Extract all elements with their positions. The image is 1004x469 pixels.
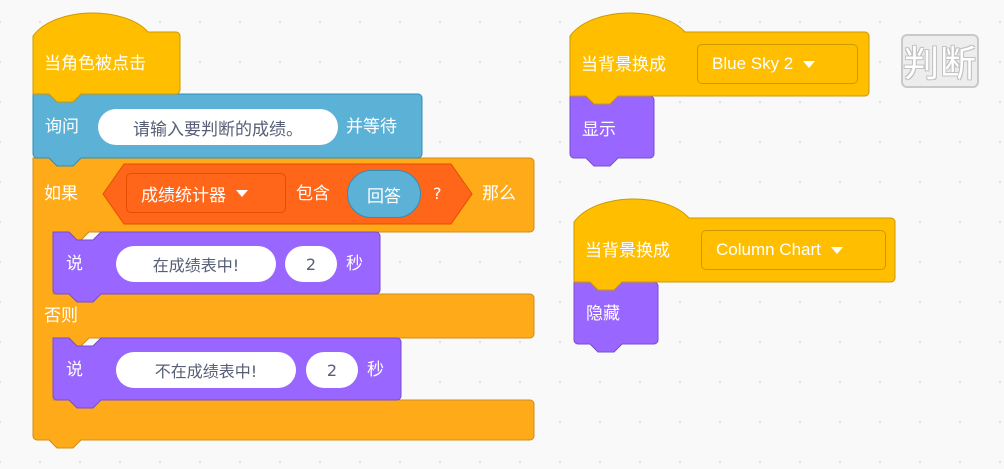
judge-sprite-button[interactable]: 判断 <box>901 34 979 88</box>
if-label: 如果 <box>44 184 78 204</box>
then-label: 那么 <box>482 184 516 204</box>
chevron-down-icon <box>236 189 248 197</box>
ask-label: 询问 <box>45 117 79 137</box>
when-sprite-clicked-hat[interactable] <box>32 12 181 103</box>
say-seconds-input-true[interactable]: 2 <box>285 246 337 282</box>
show-label: 显示 <box>582 120 616 140</box>
list-name-value: 成绩统计器 <box>141 185 226 205</box>
backdrop-dropdown-1[interactable]: Blue Sky 2 <box>697 44 858 84</box>
chevron-down-icon <box>830 246 843 254</box>
list-name-dropdown[interactable]: 成绩统计器 <box>126 173 286 213</box>
seconds-label-true: 秒 <box>346 254 363 274</box>
backdrop-value-1: Blue Sky 2 <box>712 54 794 73</box>
backdrop-dropdown-2[interactable]: Column Chart <box>701 230 886 270</box>
say-seconds-input-false[interactable]: 2 <box>306 352 358 388</box>
answer-reporter[interactable]: 回答 <box>347 170 421 218</box>
ask-wait-label: 并等待 <box>346 117 397 137</box>
say-message-input-true[interactable]: 在成绩表中! <box>116 246 276 282</box>
backdrop-value-2: Column Chart <box>716 240 821 259</box>
say-label-false: 说 <box>66 360 83 380</box>
contains-label: 包含 <box>296 184 330 204</box>
hat-label: 当角色被点击 <box>44 54 146 74</box>
seconds-label-false: 秒 <box>367 360 384 380</box>
backdrop-hat-label-2: 当背景换成 <box>585 241 670 261</box>
ask-question-input[interactable]: 请输入要判断的成绩。 <box>98 109 338 145</box>
else-label: 否则 <box>44 306 78 326</box>
chevron-down-icon <box>803 60 816 68</box>
backdrop-hat-label-1: 当背景换成 <box>581 55 666 75</box>
question-mark: ? <box>433 184 442 203</box>
say-message-input-false[interactable]: 不在成绩表中! <box>116 352 296 388</box>
if-else-block[interactable] <box>32 157 535 449</box>
hide-label: 隐藏 <box>586 304 620 324</box>
say-label-true: 说 <box>66 254 83 274</box>
